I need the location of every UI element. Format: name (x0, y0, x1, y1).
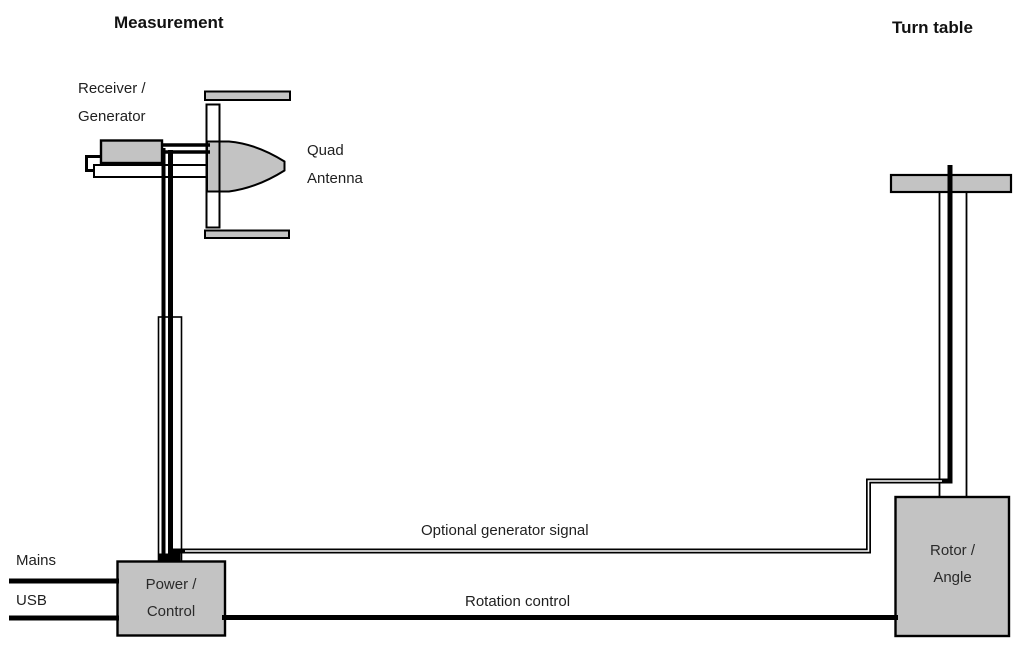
rotation-control-label: Rotation control (465, 593, 571, 610)
generator-signal-cable-core (185, 480, 942, 552)
antenna-mast-outline (205, 103, 221, 229)
rotor-angle-box (894, 495, 1011, 638)
receiver-generator-label: Receiver / Generator (78, 75, 146, 131)
quad-antenna-label: Quad Antenna (307, 137, 363, 193)
quad-antenna-horn (206, 140, 286, 193)
power-control-label-line1: Power / (145, 576, 197, 593)
rotor-angle-label-line1: Rotor / (929, 542, 975, 559)
mains-label: Mains (16, 552, 57, 569)
antenna-element-top (204, 90, 291, 101)
receiver-generator-label-line2: Generator (78, 108, 146, 125)
antenna-boom-bar (93, 164, 214, 178)
turntable-title: Turn table (892, 18, 973, 37)
receiver-generator-label-line1: Receiver / (78, 80, 146, 97)
turntable-mast (938, 190, 968, 498)
power-control-label-line2: Control (146, 603, 196, 620)
rotor-angle-label: Rotor / Angle (896, 537, 1009, 591)
rotor-angle-label-line2: Angle (933, 569, 972, 586)
usb-label: USB (16, 592, 47, 609)
cable-connector (158, 553, 181, 563)
quad-antenna-label-line1: Quad (307, 142, 344, 159)
measurement-title: Measurement (114, 13, 224, 32)
generator-signal-cable (168, 150, 953, 554)
receiver-hook-wire (85, 155, 103, 172)
receiver-generator-box (99, 139, 164, 165)
optional-generator-signal-label: Optional generator signal (421, 522, 589, 539)
antenna-element-bottom (204, 229, 290, 239)
power-control-label: Power / Control (117, 571, 225, 625)
quad-antenna-label-line2: Antenna (307, 170, 363, 187)
